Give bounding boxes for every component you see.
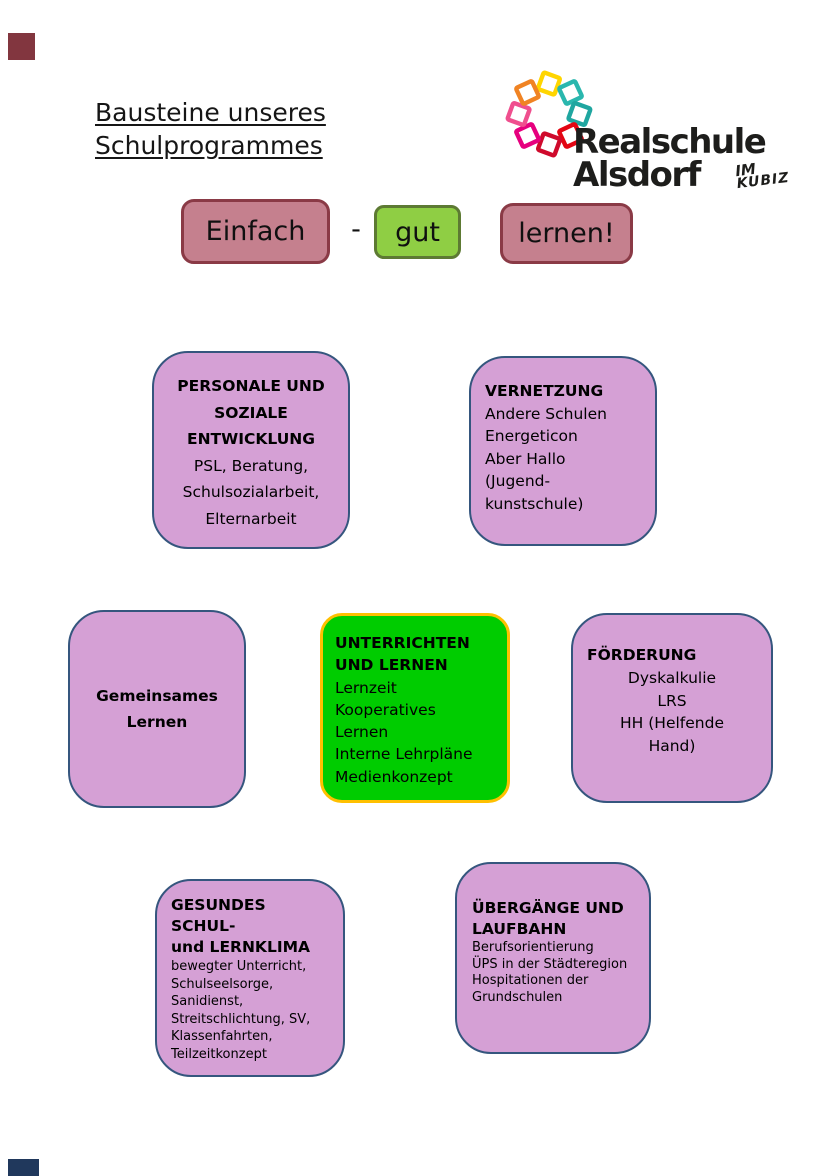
slogan-lernen-label: lernen! (518, 218, 615, 249)
block-gemeinsames-lernen: Gemeinsames Lernen (68, 610, 246, 808)
block-title: FÖRDERUNG (587, 646, 697, 664)
slogan-box-lernen: lernen! (500, 203, 633, 264)
block-body: Lernzeit Kooperatives Lernen Interne Leh… (335, 678, 473, 786)
block-gesundes-schulklima: GESUNDES SCHUL- und LERNKLIMA bewegter U… (155, 879, 345, 1077)
logo-brand-text: Realschule Alsdorf (573, 122, 767, 195)
block-body: Berufsorientierung ÜPS in der Städteregi… (472, 940, 628, 1005)
block-body: bewegter Unterricht, Schulseelsorge, San… (171, 959, 311, 1062)
slogan-dash: - (351, 214, 361, 245)
slogan-box-gut: gut (374, 205, 461, 259)
logo-tagline: IM KUBIZ (734, 159, 791, 193)
block-title: PERSONALE UND SOZIALE ENTWICKLUNG (177, 377, 325, 448)
block-unterrichten-und-lernen: UNTERRICHTEN UND LERNEN Lernzeit Koopera… (320, 613, 510, 803)
slogan-box-einfach: Einfach (181, 199, 330, 264)
corner-accent-top-left (8, 33, 35, 60)
pinwheel-logo-icon (505, 70, 593, 158)
slogan-einfach-label: Einfach (205, 216, 306, 247)
block-title: GESUNDES SCHUL- und LERNKLIMA (171, 896, 311, 956)
block-vernetzung: VERNETZUNG Andere Schulen Energeticon Ab… (469, 356, 657, 546)
page-title: Bausteine unseres Schulprogrammes (95, 98, 326, 160)
slogan-gut-label: gut (395, 216, 440, 248)
block-body: Dyskalkulie LRS HH (Helfende Hand) (620, 669, 724, 755)
block-personale-entwicklung: PERSONALE UND SOZIALE ENTWICKLUNG PSL, B… (152, 351, 350, 549)
logo-tagline-line2: KUBIZ (735, 169, 791, 193)
block-title: ÜBERGÄNGE UND LAUFBAHN (472, 899, 624, 938)
block-foerderung: FÖRDERUNG Dyskalkulie LRS HH (Helfende H… (571, 613, 773, 803)
corner-accent-bottom-left (8, 1159, 39, 1176)
school-logo: Realschule Alsdorf IM KUBIZ (495, 58, 825, 218)
block-title: UNTERRICHTEN UND LERNEN (335, 634, 470, 675)
block-title: VERNETZUNG (485, 382, 604, 400)
block-body: Andere Schulen Energeticon Aber Hallo (J… (485, 404, 607, 513)
block-body: PSL, Beratung, Schulsozialarbeit, Eltern… (182, 456, 320, 528)
block-title: Gemeinsames Lernen (96, 687, 218, 731)
block-uebergaenge-laufbahn: ÜBERGÄNGE UND LAUFBAHN Berufsorientierun… (455, 862, 651, 1054)
